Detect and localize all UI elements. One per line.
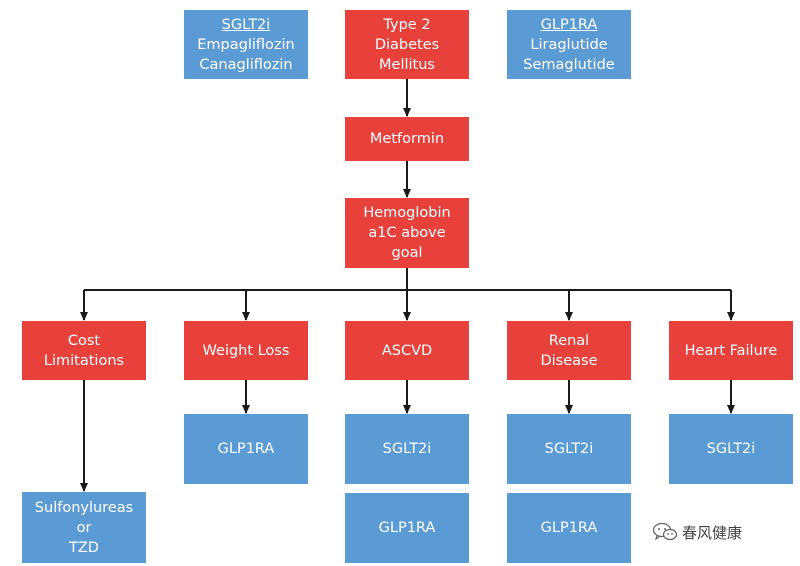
cost-line-1: Cost [67, 332, 101, 349]
renal-therapy-2-label: GLP1RA [540, 520, 598, 536]
sglt2-heading: SGLT2i [221, 16, 271, 33]
sglt2-drug-1: Empagliflozin [197, 36, 295, 53]
a1c-box: Hemoglobin a1C above goal [345, 198, 469, 268]
hf-therapy-label: SGLT2i [706, 441, 756, 457]
ascvd-therapy-1-label: SGLT2i [382, 441, 432, 457]
a1c-line-3: goal [391, 245, 423, 261]
a1c-line-2: a1C above [368, 225, 446, 241]
glp1-drug-1: Liraglutide [530, 36, 608, 53]
metformin-box: Metformin [345, 117, 469, 161]
sglt2-drugs-box: SGLT2i Empagliflozin Canagliflozin [184, 10, 308, 79]
watermark: 春风健康 [652, 521, 742, 543]
t2dm-line-2: Diabetes [374, 36, 440, 53]
weight-loss-label: Weight Loss [202, 342, 290, 359]
weight-therapy-label: GLP1RA [217, 441, 275, 457]
ascvd-therapy-2-box: GLP1RA [345, 493, 469, 563]
renal-therapy-1-label: SGLT2i [544, 441, 594, 457]
ascvd-box: ASCVD [345, 321, 469, 380]
t2dm-line-1: Type 2 [383, 16, 431, 33]
t2dm-line-3: Mellitus [379, 56, 435, 73]
ascvd-label: ASCVD [381, 342, 433, 359]
renal-line-1: Renal [548, 332, 590, 349]
sglt2-drug-2: Canagliflozin [199, 56, 293, 73]
cost-therapy-box: Sulfonylureas or TZD [22, 492, 146, 563]
renal-therapy-1-box: SGLT2i [507, 414, 631, 484]
renal-therapy-2-box: GLP1RA [507, 493, 631, 563]
cost-therapy-line-3: TZD [69, 539, 99, 556]
renal-disease-box: Renal Disease [507, 321, 631, 380]
heart-failure-label: Heart Failure [684, 342, 778, 359]
weight-therapy-box: GLP1RA [184, 414, 308, 484]
wechat-icon [652, 522, 678, 541]
glp1-heading: GLP1RA [540, 16, 598, 33]
weight-loss-box: Weight Loss [184, 321, 308, 380]
ascvd-therapy-1-box: SGLT2i [345, 414, 469, 484]
heart-failure-box: Heart Failure [669, 321, 793, 380]
ascvd-therapy-2-label: GLP1RA [378, 520, 436, 536]
metformin-label: Metformin [369, 131, 445, 147]
glp1-drugs-box: GLP1RA Liraglutide Semaglutide [507, 10, 631, 79]
a1c-line-1: Hemoglobin [363, 205, 451, 221]
glp1-drug-2: Semaglutide [523, 56, 615, 73]
cost-line-2: Limitations [43, 352, 125, 369]
cost-limitations-box: Cost Limitations [22, 321, 146, 380]
cost-therapy-line-2: or [76, 519, 92, 536]
renal-line-2: Disease [540, 352, 598, 369]
t2dm-box: Type 2 Diabetes Mellitus [345, 10, 469, 79]
hf-therapy-box: SGLT2i [669, 414, 793, 484]
cost-therapy-line-1: Sulfonylureas [34, 499, 134, 516]
watermark-text: 春风健康 [682, 523, 743, 542]
